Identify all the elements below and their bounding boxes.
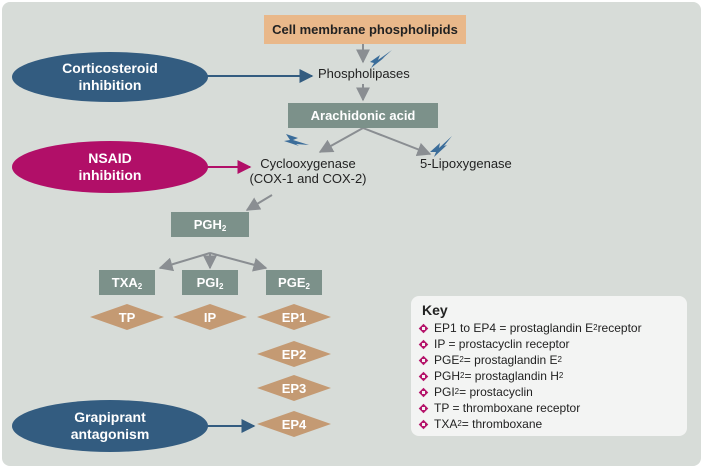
corticosteroid-label: Corticosteroid — [62, 60, 158, 76]
ep2-diamond — [257, 341, 331, 367]
ep1-diamond — [257, 304, 331, 330]
ep4-label: EP4 — [281, 416, 307, 432]
lightning-bolt-icon — [370, 50, 392, 68]
corticosteroid-sublabel: inhibition — [78, 77, 142, 93]
ip-diamond — [173, 304, 247, 330]
lipoxygenase-label: 5-Lipoxygenase — [420, 156, 512, 171]
cox-subtypes-label: (COX-1 and COX-2) — [249, 171, 367, 186]
nsaid-label: NSAID — [88, 150, 132, 166]
key-item: TP = thromboxane receptor — [419, 400, 642, 416]
diamond-bullet-icon — [419, 420, 428, 429]
tp-label: TP — [118, 309, 136, 325]
lightning-bolt-icon — [284, 134, 309, 146]
corticosteroid-oval: Corticosteroid inhibition — [12, 52, 208, 102]
cyclooxygenase-node: Cyclooxygenase (COX-1 and COX-2) — [246, 156, 370, 186]
grapiprant-label: Grapiprant — [74, 409, 146, 425]
cell-membrane-box: Cell membrane phospholipids — [264, 15, 466, 44]
ep3-label: EP3 — [281, 380, 307, 396]
pge2-box: PGE2 — [266, 270, 322, 295]
key-item: IP = prostacyclin receptor — [419, 336, 642, 352]
lightning-bolt-icon — [430, 136, 452, 157]
diamond-bullet-icon — [419, 388, 428, 397]
arrow-arachidonic-to-lox — [362, 127, 432, 156]
arrow-pgh2-to-pge2 — [209, 252, 268, 272]
tp-diamond — [90, 304, 164, 330]
pgh2-box: PGH2 — [171, 212, 249, 237]
diamond-bullet-icon — [419, 404, 428, 413]
arrow-cox-to-pgh2 — [245, 194, 273, 211]
pge2-label: PGE2 — [278, 275, 310, 291]
arrow-pgh2-to-txa2 — [158, 252, 211, 272]
ep4-diamond — [257, 411, 331, 437]
diamond-bullet-icon — [419, 340, 428, 349]
ep2-label: EP2 — [281, 346, 307, 362]
pgh2-label: PGH2 — [193, 217, 227, 233]
diamond-bullet-icon — [419, 356, 428, 365]
diamond-bullet-icon — [419, 372, 428, 381]
cell-membrane-label: Cell membrane phospholipids — [272, 22, 458, 37]
diamond-bullet-icon — [419, 324, 428, 333]
key-title: Key — [422, 302, 448, 318]
pgi2-box: PGI2 — [182, 270, 238, 295]
arachidonic-acid-label: Arachidonic acid — [310, 108, 416, 123]
cyclooxygenase-label: Cyclooxygenase — [260, 156, 356, 171]
grapiprant-sublabel: antagonism — [70, 426, 150, 442]
arachidonic-acid-box: Arachidonic acid — [288, 103, 438, 128]
arrow-arachidonic-to-cox — [318, 127, 364, 153]
grapiprant-oval: Grapiprant antagonism — [12, 400, 208, 452]
nsaid-oval: NSAID inhibition — [12, 141, 208, 193]
ep1-label: EP1 — [281, 309, 307, 325]
txa2-box: TXA2 — [99, 270, 155, 295]
pgi2-label: PGI2 — [196, 275, 224, 291]
phospholipases-label: Phospholipases — [318, 66, 410, 81]
nsaid-sublabel: inhibition — [78, 167, 142, 183]
ip-label: IP — [203, 309, 217, 325]
ep3-diamond — [257, 375, 331, 401]
txa2-label: TXA2 — [111, 275, 143, 291]
